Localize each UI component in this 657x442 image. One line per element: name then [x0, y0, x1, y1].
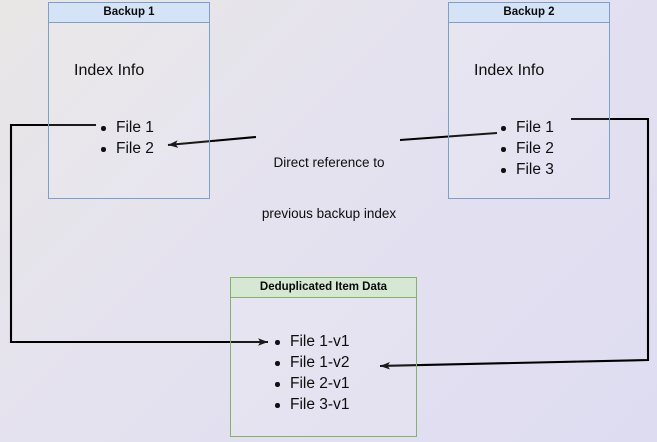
node-backup-2[interactable]: Backup 2 Index Info File 1 File 2 File 3 [448, 2, 610, 199]
node-backup-1[interactable]: Backup 1 Index Info File 1 File 2 [48, 2, 210, 199]
list-item[interactable]: File 2 [499, 138, 554, 159]
node-deduplicated-item-data[interactable]: Deduplicated Item Data File 1-v1 File 1-… [230, 277, 417, 437]
node-backup-2-header: Backup 2 [449, 3, 609, 23]
node-backup-1-header: Backup 1 [49, 3, 209, 23]
edge-label-line-2: previous backup index [261, 206, 397, 221]
list-item[interactable]: File 2 [99, 138, 154, 159]
node-deduplicated-item-data-header: Deduplicated Item Data [231, 278, 416, 298]
edge-label-direct-reference: Direct reference to previous backup inde… [245, 120, 413, 256]
node-backup-1-subtitle: Index Info [74, 62, 145, 79]
node-deduplicated-item-data-body: File 1-v1 File 1-v2 File 2-v1 File 3-v1 [231, 298, 416, 436]
list-item[interactable]: File 1-v1 [273, 331, 349, 352]
node-backup-2-subtitle: Index Info [474, 62, 545, 79]
node-backup-2-file-list: File 1 File 2 File 3 [499, 117, 554, 180]
list-item[interactable]: File 3 [499, 159, 554, 180]
node-backup-1-body: Index Info File 1 File 2 [49, 23, 209, 198]
list-item[interactable]: File 2-v1 [273, 373, 349, 394]
node-backup-1-file-list: File 1 File 2 [99, 117, 154, 159]
edge-label-line-1: Direct reference to [273, 155, 385, 170]
list-item[interactable]: File 1 [99, 117, 154, 138]
list-item[interactable]: File 1-v2 [273, 352, 349, 373]
list-item[interactable]: File 1 [499, 117, 554, 138]
node-deduplicated-file-list: File 1-v1 File 1-v2 File 2-v1 File 3-v1 [273, 331, 349, 415]
list-item[interactable]: File 3-v1 [273, 394, 349, 415]
node-backup-2-body: Index Info File 1 File 2 File 3 [449, 23, 609, 198]
